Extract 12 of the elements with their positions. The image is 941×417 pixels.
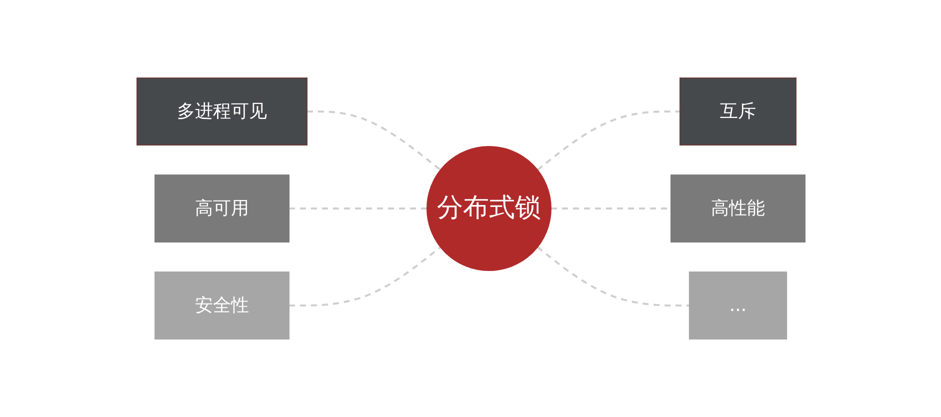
connector [306, 110, 441, 171]
node-box: 多进程可见 [136, 78, 307, 146]
node-box: 互斥 [679, 78, 796, 146]
connector [536, 110, 680, 171]
connector [288, 246, 441, 306]
node-box: 高性能 [670, 174, 805, 242]
node-box: 高可用 [154, 174, 289, 242]
node-circle: 分布式锁 [426, 146, 551, 271]
connector [536, 246, 689, 306]
connector [288, 208, 426, 210]
node-box: 安全性 [154, 272, 289, 340]
node-box: ... [688, 272, 787, 340]
